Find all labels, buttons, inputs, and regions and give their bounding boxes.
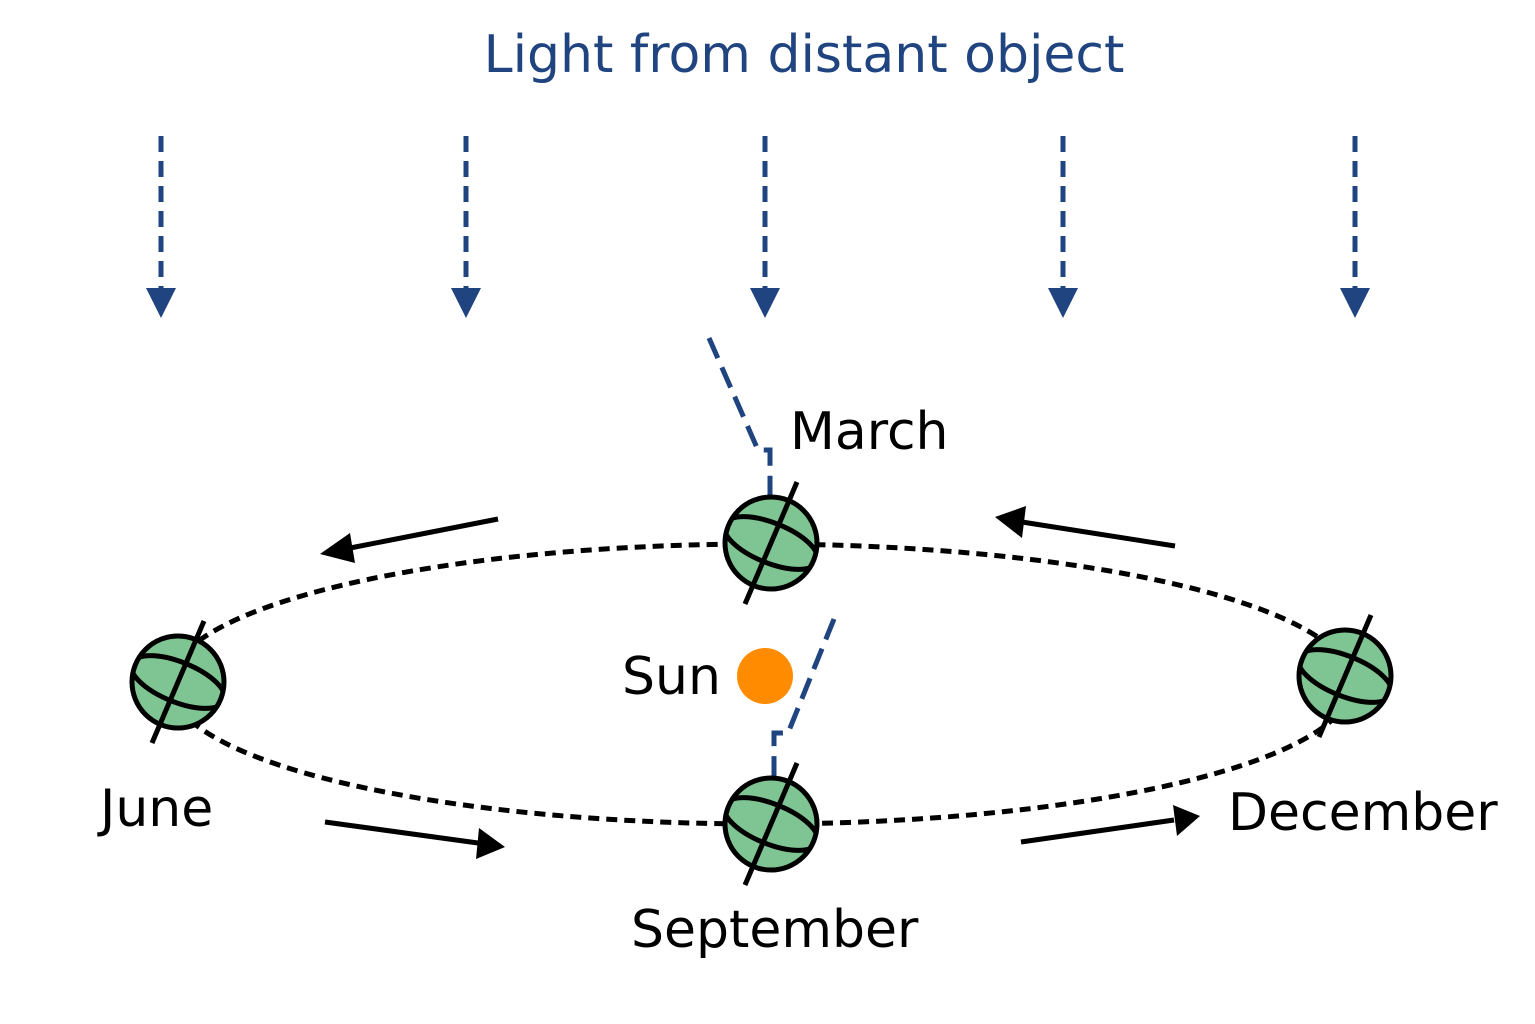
earth-march [722, 481, 820, 605]
orbit-direction-arrows [320, 506, 1200, 859]
label-december: December [1228, 783, 1498, 843]
earth-globe-icon [1296, 614, 1394, 738]
label-june: June [97, 779, 213, 839]
sun-icon [737, 648, 793, 704]
dashed-down-arrow-icon [1048, 136, 1078, 318]
diagram-title: Light from distant object [484, 25, 1125, 85]
label-september: September [631, 900, 919, 960]
earth-december [1296, 614, 1394, 738]
orbit-direction-arrow-icon [320, 516, 499, 563]
label-march: March [790, 402, 949, 462]
earth-june [129, 620, 227, 744]
march-sight-line [706, 336, 773, 496]
dashed-down-arrow-icon [451, 136, 481, 318]
orbit-direction-arrow-icon [995, 506, 1176, 549]
light-rays [146, 136, 1370, 318]
dashed-down-arrow-icon [146, 136, 176, 318]
september-sight-line [771, 618, 837, 777]
dashed-down-arrow-icon [1340, 136, 1370, 318]
earth-globe-icon [722, 481, 820, 605]
earth-globe-icon [722, 762, 820, 886]
orbit-direction-arrow-icon [1020, 805, 1200, 845]
dashed-down-arrow-icon [750, 136, 780, 318]
earth-globe-icon [129, 620, 227, 744]
label-sun: Sun [622, 647, 721, 707]
orbit-direction-arrow-icon [324, 819, 505, 859]
earth-september [722, 762, 820, 886]
